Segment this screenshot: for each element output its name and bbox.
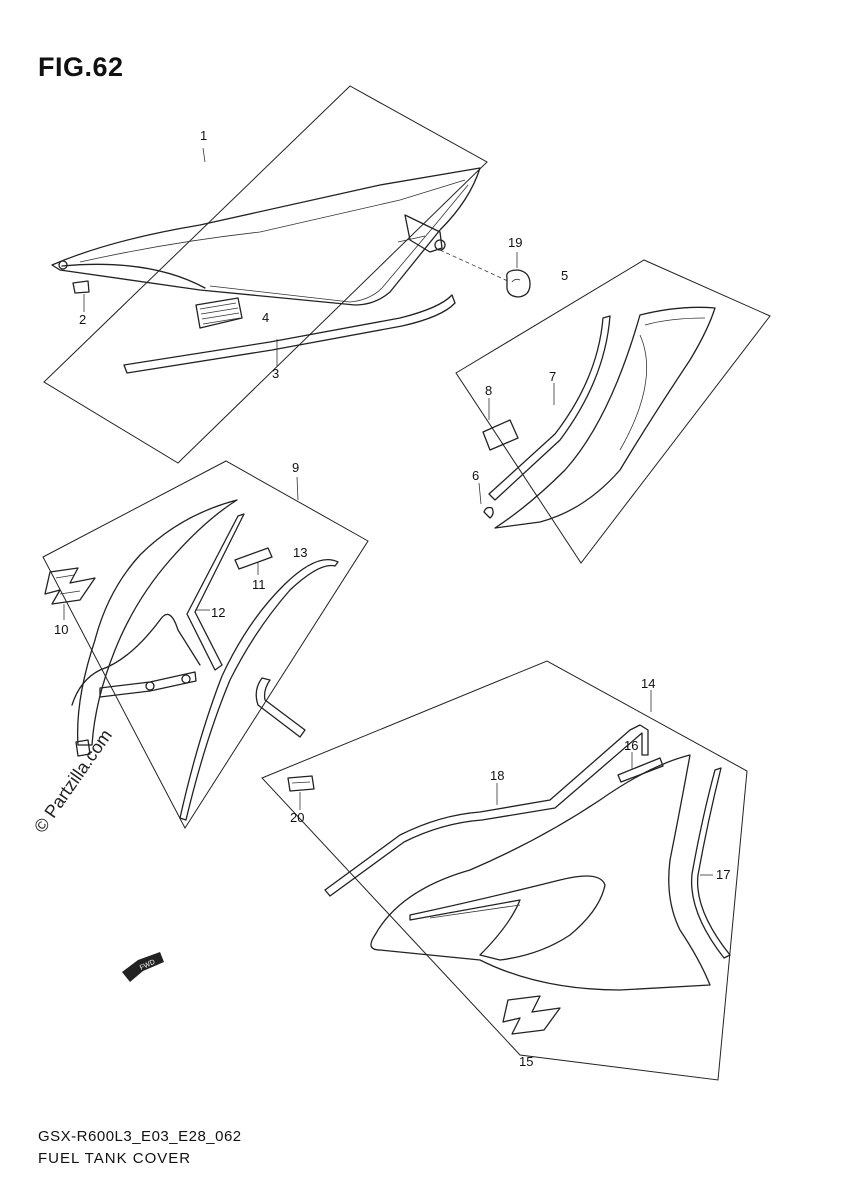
part-19-nut xyxy=(506,269,531,298)
callout-12: 12 xyxy=(211,605,225,620)
part-4-mesh-grille xyxy=(195,297,243,329)
callout-7: 7 xyxy=(549,369,556,384)
callout-2: 2 xyxy=(79,312,86,327)
callout-10: 10 xyxy=(54,622,68,637)
callout-20: 20 xyxy=(290,810,304,825)
figure-title: FIG.62 xyxy=(38,52,124,82)
group-outline-part-14 xyxy=(261,660,748,1081)
figure-name: FUEL TANK COVER xyxy=(38,1150,192,1167)
callout-5: 5 xyxy=(561,268,568,283)
group-outline-part-9 xyxy=(42,460,369,829)
callout-4: 4 xyxy=(262,310,269,325)
part-2-grommet xyxy=(72,280,90,294)
callout-13: 13 xyxy=(293,545,307,560)
callout-1: 1 xyxy=(200,128,207,143)
part-5-side-cover xyxy=(494,306,716,529)
part-7-edge-strip xyxy=(488,315,611,501)
part-1-cover-frame xyxy=(51,167,481,306)
callout-17: 17 xyxy=(716,867,730,882)
part-12-edge-strip xyxy=(186,513,245,671)
forward-arrow-icon: FWD xyxy=(122,952,164,982)
part-9-side-cover xyxy=(71,499,238,757)
part-17-rear-strip xyxy=(690,767,731,959)
callout-16: 16 xyxy=(624,738,638,753)
part-10-emblem xyxy=(44,567,96,605)
part-20-grommet xyxy=(287,775,315,792)
part-18-top-trim xyxy=(324,724,649,897)
part-13-outer-trim xyxy=(179,558,339,821)
part-8-pad xyxy=(482,419,519,451)
callout-11: 11 xyxy=(252,577,266,592)
part-6-clip xyxy=(483,506,494,519)
callout-6: 6 xyxy=(472,468,479,483)
part-15-emblem xyxy=(502,995,561,1035)
callout-15: 15 xyxy=(519,1054,533,1069)
callout-9: 9 xyxy=(292,460,299,475)
callout-3: 3 xyxy=(272,366,279,381)
group-outline-part-1 xyxy=(43,85,488,464)
callout-18: 18 xyxy=(490,768,504,783)
part-3-trim-strip xyxy=(123,294,456,374)
figure-code: GSX-R600L3_E03_E28_062 xyxy=(38,1128,242,1145)
group-outline-part-5 xyxy=(455,259,771,564)
part-11-pad xyxy=(234,547,273,570)
callout-19: 19 xyxy=(508,235,522,250)
callout-8: 8 xyxy=(485,383,492,398)
part-15-side-cover xyxy=(370,754,711,991)
callout-14: 14 xyxy=(641,676,655,691)
part-16-pad xyxy=(617,757,664,783)
